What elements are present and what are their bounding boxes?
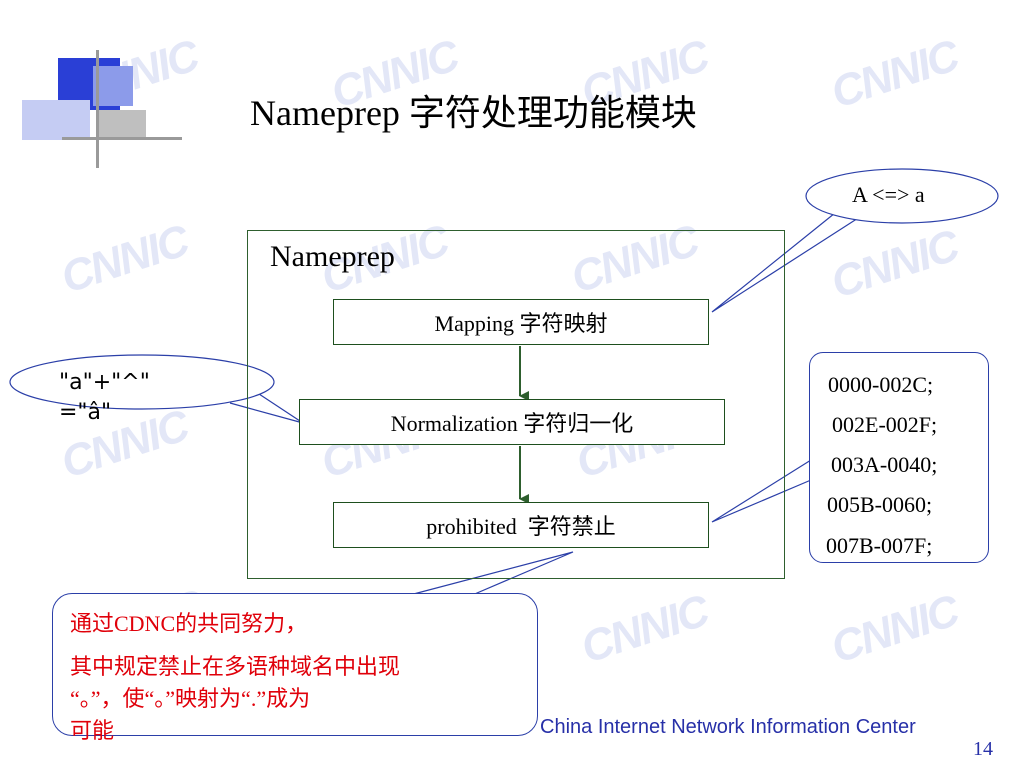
callout-bubble bbox=[9, 354, 275, 410]
prohibited-step: prohibited 字符禁止 bbox=[333, 502, 709, 548]
callout-pointer bbox=[711, 208, 867, 313]
range-item: 003A-0040; bbox=[831, 452, 938, 477]
title-decoration bbox=[93, 66, 133, 106]
range-item: 005B-0060; bbox=[827, 492, 933, 517]
normalization-callout-line1: "a"+"^" bbox=[59, 370, 150, 395]
normalization-callout-line2: ="â" bbox=[59, 400, 112, 425]
range-item: 0000-002C; bbox=[828, 372, 934, 397]
title-decoration bbox=[22, 100, 90, 140]
note-line: 通过CDNC的共同努力， bbox=[70, 611, 308, 636]
note-line: 其中规定禁止在多语种域名中出现 bbox=[70, 654, 401, 679]
frame-label: Nameprep bbox=[270, 240, 395, 273]
note-line: 可能 bbox=[70, 718, 115, 743]
title-decoration bbox=[98, 110, 146, 140]
range-item: 002E-002F; bbox=[832, 412, 938, 437]
page-title: Nameprep 字符处理功能模块 bbox=[250, 93, 697, 133]
normalization-step: Normalization 字符归一化 bbox=[299, 399, 725, 445]
callout-pointer bbox=[711, 459, 812, 523]
callout-pointer bbox=[405, 551, 574, 597]
prohibited-ranges-box bbox=[809, 352, 989, 563]
title-decoration bbox=[62, 137, 182, 140]
note-line: “。”，使“。”映射为“.”成为 bbox=[70, 686, 311, 711]
nameprep-frame bbox=[247, 230, 785, 579]
range-item: 007B-007F; bbox=[826, 533, 933, 558]
footer-organization: China Internet Network Information Cente… bbox=[540, 716, 916, 738]
mapping-callout-text: A <=> a bbox=[852, 182, 925, 207]
page-number: 14 bbox=[973, 738, 993, 760]
mapping-step: Mapping 字符映射 bbox=[333, 299, 709, 345]
cdnc-note-box bbox=[52, 593, 538, 736]
title-decoration bbox=[96, 50, 99, 168]
callout-bubble bbox=[805, 168, 999, 224]
